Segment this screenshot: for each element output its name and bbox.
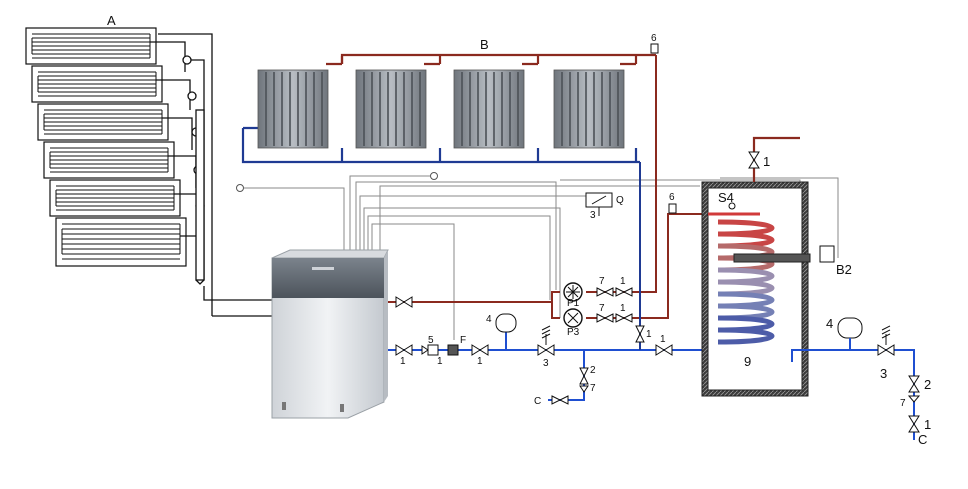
solar-collector-3 (37, 103, 169, 141)
check-valve-supply-upper[interactable]: 7 (596, 276, 614, 297)
label-f: F (460, 335, 466, 346)
label-2-left: 2 (590, 365, 596, 376)
label-1-upper: 1 (620, 276, 626, 287)
label-7-lower: 7 (599, 303, 605, 314)
valve-return-boiler[interactable]: 1 (395, 344, 413, 367)
pressure-relief-5[interactable]: 5 1 (421, 335, 443, 367)
solar-collector-5 (49, 179, 181, 217)
label-q: Q (616, 195, 624, 206)
label-s4: S4 (718, 190, 734, 205)
radiator-4 (553, 69, 625, 149)
label-9: 9 (744, 354, 751, 369)
valve-supply-boiler[interactable] (395, 296, 413, 308)
expansion-vessel-boiler: 4 (486, 313, 517, 350)
solar-collector-4 (43, 141, 175, 179)
cold-inlet-left: 2 7 C (534, 365, 596, 407)
air-vent-top: 6 (650, 33, 659, 54)
radiator-3 (453, 69, 525, 149)
solar-collector-1 (25, 27, 157, 65)
cold-inlet-right: 4 3 2 7 1 C (791, 316, 931, 447)
label-7-left: 7 (590, 383, 596, 394)
label-p1: P1 (567, 298, 580, 309)
radiator-2 (355, 69, 427, 149)
label-1-tank-ret: 1 (660, 334, 666, 345)
hot-water-tank: S4 9 (701, 181, 811, 397)
label-5: 5 (428, 335, 434, 346)
sensor-b2: B2 (819, 245, 852, 277)
label-6-top: 6 (651, 33, 657, 44)
label-4-tank: 4 (826, 316, 833, 331)
label-4-boiler: 4 (486, 314, 492, 325)
pump-p1[interactable]: P1 (563, 282, 583, 309)
label-c-left: C (534, 396, 541, 407)
label-1-right: 1 (924, 417, 931, 432)
label-3-tank: 3 (880, 366, 887, 381)
collector-pipes (203, 286, 272, 317)
check-valve-supply-lower[interactable]: 7 (596, 303, 614, 323)
valve-radiator-return[interactable]: 1 (635, 325, 652, 343)
filter-f[interactable]: F (447, 335, 466, 356)
label-7-right: 7 (900, 398, 906, 409)
radiator-1 (257, 69, 329, 149)
label-3-q: 3 (590, 210, 596, 221)
solar-collector-2 (31, 65, 163, 103)
heating-coil (708, 212, 775, 345)
label-3-boiler: 3 (543, 358, 549, 369)
label-6-tank: 6 (669, 192, 675, 203)
pump-p3[interactable]: P3 (563, 308, 583, 338)
hot-water-outlet: 1 (748, 136, 800, 182)
label-c-right: C (918, 432, 927, 447)
label-1-hot: 1 (763, 154, 770, 169)
collector-manifold (150, 33, 213, 316)
thermostat-q: Q 3 (585, 192, 624, 221)
label-1-rad: 1 (646, 329, 652, 340)
boiler-unit (271, 249, 389, 419)
air-vent-tank: 6 (668, 192, 677, 214)
label-1-ret: 1 (400, 356, 406, 367)
label-b2: B2 (836, 262, 852, 277)
label-1-relief: 1 (437, 356, 443, 367)
radiator-circuit-pipes (241, 53, 656, 164)
label-7-upper: 7 (599, 276, 605, 287)
valve-supply-upper[interactable]: 1 (615, 276, 633, 297)
label-1-ret2: 1 (477, 356, 483, 367)
label-b: B (480, 37, 489, 52)
label-2-right: 2 (924, 377, 931, 392)
label-p3: P3 (567, 327, 580, 338)
valve-return-2[interactable]: 1 (471, 344, 489, 367)
solar-collector-array: A (25, 13, 213, 316)
valve-return-tank[interactable]: 1 (655, 334, 673, 356)
label-1-lower: 1 (620, 303, 626, 314)
label-a: A (107, 13, 116, 28)
valve-supply-lower[interactable]: 1 (615, 303, 633, 323)
safety-valve-boiler[interactable]: 3 (537, 325, 555, 369)
solar-collector-6 (55, 217, 187, 267)
